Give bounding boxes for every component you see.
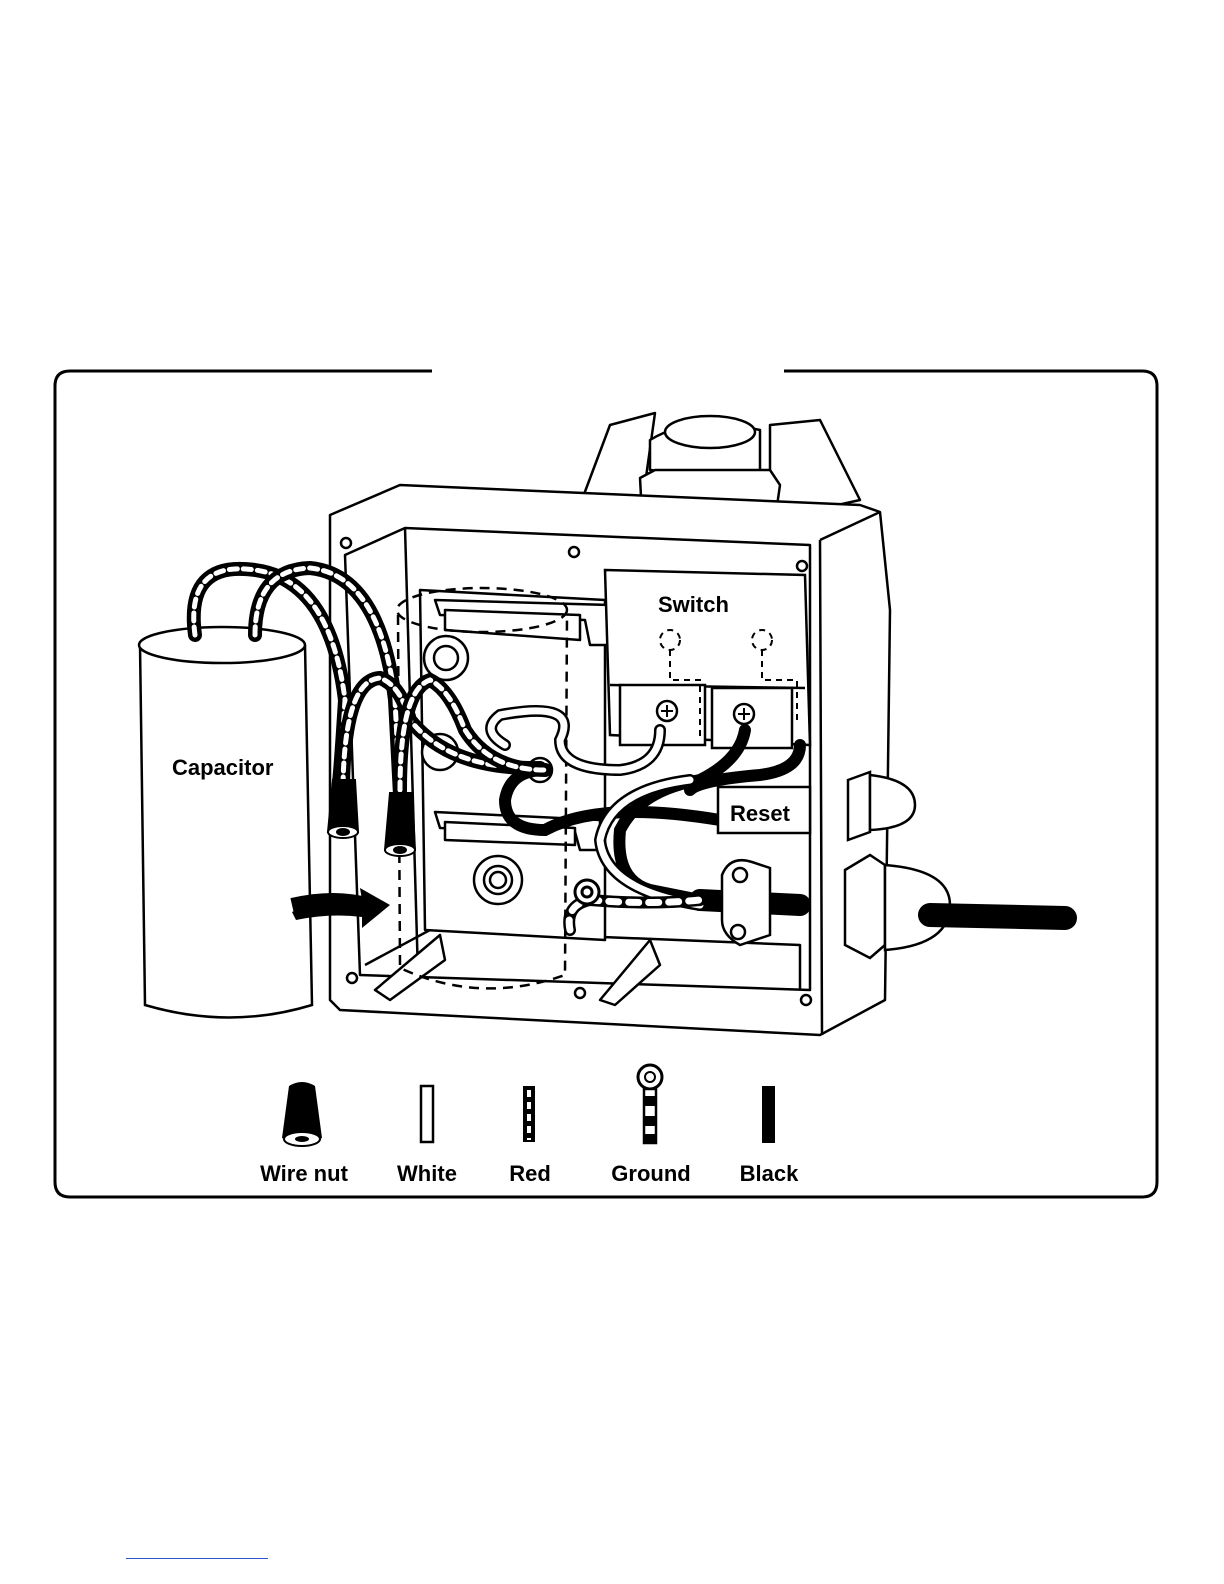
wire-nut-left xyxy=(328,780,358,838)
legend-label-ground: Ground xyxy=(611,1161,690,1186)
white-wire-icon xyxy=(421,1086,433,1142)
ground-wire-icon xyxy=(638,1065,662,1143)
reset-nub xyxy=(848,772,915,840)
wire-nut-right xyxy=(385,793,415,856)
ground-screw xyxy=(575,880,599,904)
legend-label-white: White xyxy=(397,1161,457,1186)
capacitor-label: Capacitor xyxy=(172,755,274,780)
reset-label: Reset xyxy=(730,801,791,826)
switch-label: Switch xyxy=(658,592,729,617)
red-wire-icon xyxy=(523,1086,535,1142)
capacitor xyxy=(139,627,312,1018)
wire-nut-icon xyxy=(282,1082,322,1146)
legend-label-wire-nut: Wire nut xyxy=(260,1161,348,1186)
footer-link-underline xyxy=(126,1558,268,1559)
legend: Wire nut White Red Ground Black xyxy=(260,1065,799,1186)
legend-label-red: Red xyxy=(509,1161,551,1186)
power-cord xyxy=(930,915,1065,918)
black-wire-icon xyxy=(762,1086,775,1143)
legend-label-black: Black xyxy=(740,1161,799,1186)
cable-clamp xyxy=(722,860,770,945)
